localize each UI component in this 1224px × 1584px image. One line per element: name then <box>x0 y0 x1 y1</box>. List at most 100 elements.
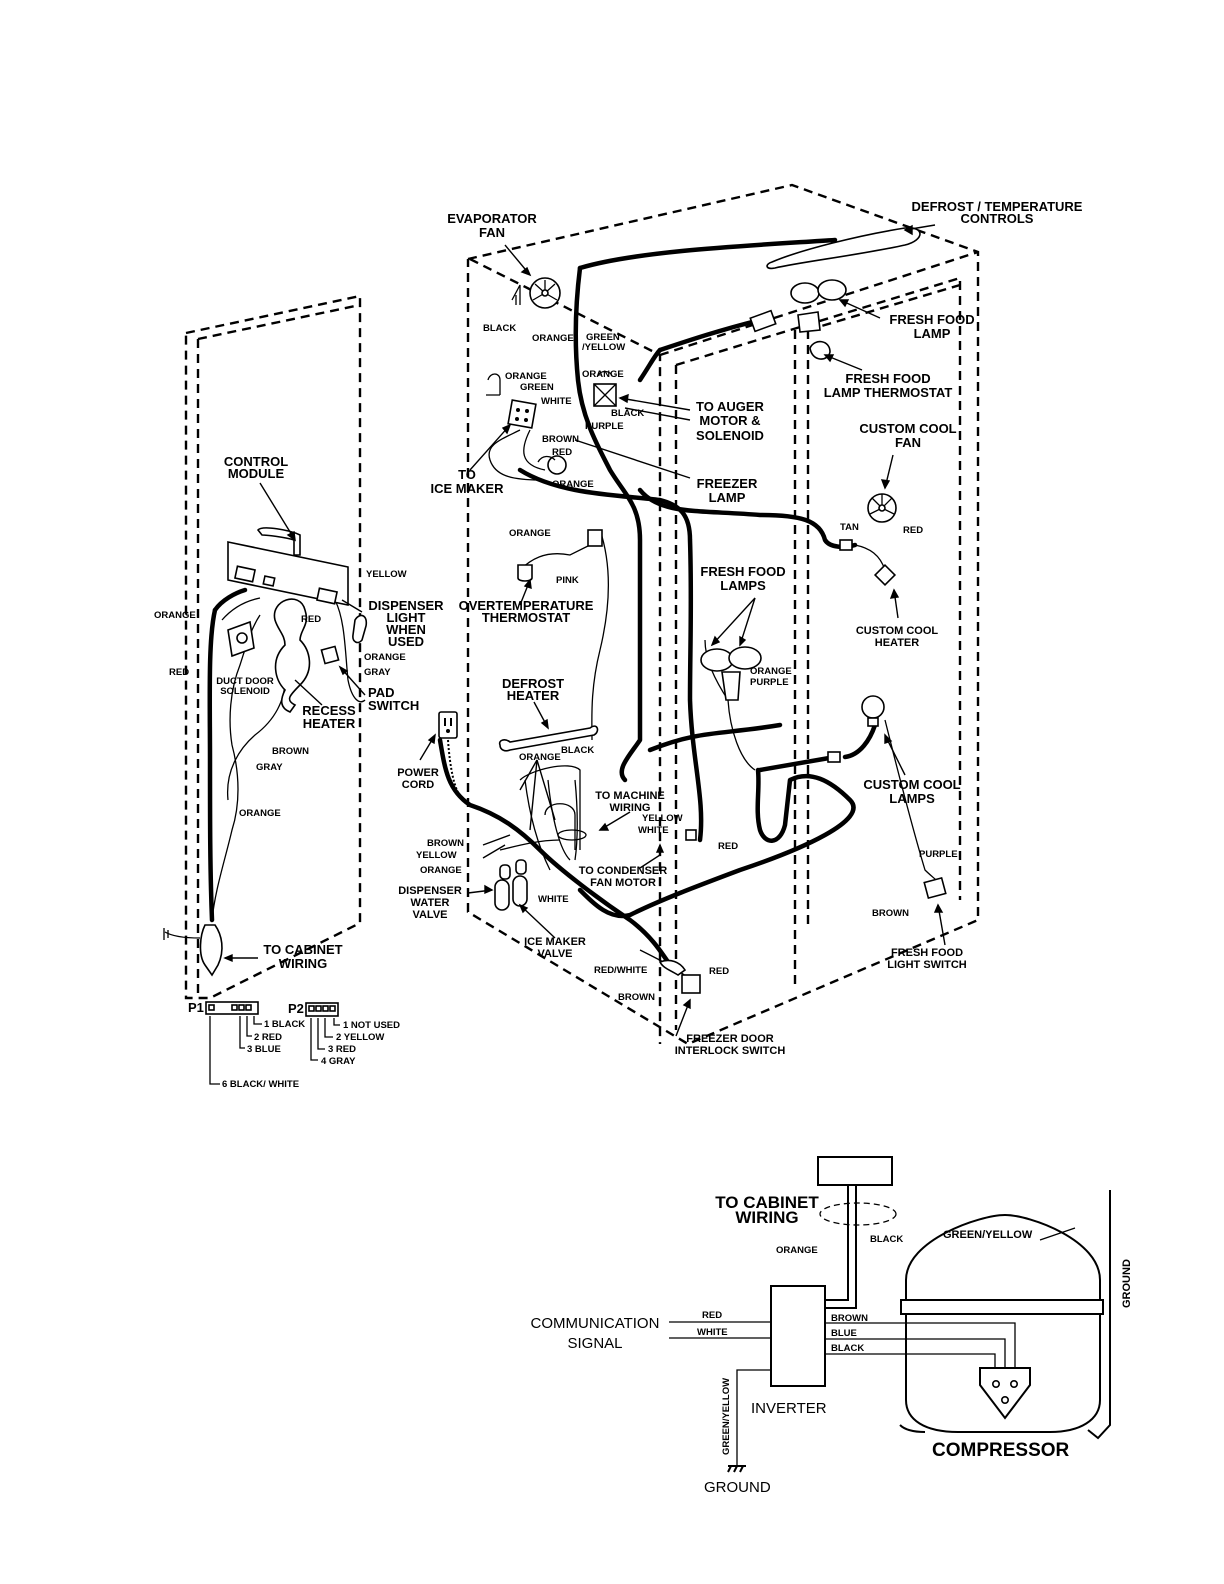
svg-text:DEFROST / TEMPERATURE: DEFROST / TEMPERATURE <box>912 199 1083 214</box>
svg-text:INTERLOCK SWITCH: INTERLOCK SWITCH <box>675 1045 786 1057</box>
svg-text:LAMPS: LAMPS <box>889 791 935 806</box>
fresh-food-light-switch <box>923 876 947 900</box>
pad-switch <box>320 645 340 665</box>
svg-text:HEATER: HEATER <box>507 688 560 703</box>
label-fresh-food-lamp-thermostat: FRESH FOOD LAMP THERMOSTAT <box>824 371 953 400</box>
custom-cool-lamp <box>861 695 885 727</box>
main-harness <box>207 237 878 968</box>
svg-text:ORANGE: ORANGE <box>532 333 574 344</box>
svg-text:BLACK: BLACK <box>611 408 644 419</box>
compressor-terminal <box>979 1367 1031 1420</box>
p1-pin-labels: 1 BLACK 2 RED 3 BLUE 6 BLACK/ WHITE <box>222 1019 305 1090</box>
svg-text:ORANGE: ORANGE <box>552 479 594 490</box>
svg-text:COMPRESSOR: COMPRESSOR <box>932 1440 1070 1461</box>
svg-text:BROWN: BROWN <box>272 746 309 757</box>
dispenser-valves <box>494 859 528 911</box>
compressor-schematic: TO CABINET WIRING ORANGE BLACK INVERTER … <box>531 1156 1133 1496</box>
svg-text:SOLENOID: SOLENOID <box>220 686 270 697</box>
label-fresh-food-lamp: FRESH FOOD LAMP <box>889 312 974 341</box>
fresh-food-lamps <box>700 646 762 701</box>
label-evaporator-fan: EVAPORATOR FAN <box>447 211 537 240</box>
svg-text:6 BLACK/ WHITE: 6 BLACK/ WHITE <box>222 1079 299 1090</box>
power-cord-plug <box>438 711 461 796</box>
label-dispenser-water-valve: DISPENSER WATER VALVE <box>398 885 462 921</box>
svg-text:BROWN: BROWN <box>618 992 655 1003</box>
svg-text:2 YELLOW: 2 YELLOW <box>336 1032 384 1043</box>
svg-text:FREEZER DOOR: FREEZER DOOR <box>686 1033 773 1045</box>
svg-text:WIRING: WIRING <box>610 802 651 814</box>
svg-text:TO CABINET: TO CABINET <box>263 942 342 957</box>
svg-text:RECESS: RECESS <box>302 703 356 718</box>
label-duct-door-solenoid: DUCT DOOR SOLENOID <box>216 676 274 697</box>
svg-text:BLUE: BLUE <box>831 1328 857 1339</box>
svg-text:BLACK: BLACK <box>483 323 516 334</box>
svg-text:ORANGE: ORANGE <box>509 528 551 539</box>
svg-text:BROWN: BROWN <box>542 434 579 445</box>
p2-pin-labels: 1 NOT USED 2 YELLOW 3 RED 4 GRAY <box>321 1020 400 1067</box>
svg-text:LAMP: LAMP <box>709 490 746 505</box>
svg-text:GREEN: GREEN <box>520 382 554 393</box>
label-defrost-controls: DEFROST / TEMPERATURE CONTROLS <box>912 199 1083 226</box>
svg-text:PINK: PINK <box>556 575 579 586</box>
label-power-cord: POWER CORD <box>397 767 439 791</box>
label-fresh-food-lamps: FRESH FOOD LAMPS <box>700 564 785 593</box>
compressor-band <box>900 1299 1104 1315</box>
svg-text:DISPENSER: DISPENSER <box>368 598 444 613</box>
label-overtemp-thermostat: OVERTEMPERATURE THERMOSTAT <box>459 598 594 625</box>
label-ice-maker-valve: ICE MAKER VALVE <box>524 936 586 960</box>
ice-maker-connector <box>486 373 537 429</box>
defrost-control-bar <box>766 227 921 270</box>
label-to-cabinet-wiring: TO CABINET WIRING <box>263 942 342 971</box>
svg-text:COMMUNICATION: COMMUNICATION <box>531 1315 660 1332</box>
label-freezer-door-interlock: FREEZER DOOR INTERLOCK SWITCH <box>675 1033 786 1057</box>
svg-text:PAD: PAD <box>368 685 394 700</box>
svg-text:TO AUGER: TO AUGER <box>696 399 765 414</box>
svg-text:ICE MAKER: ICE MAKER <box>431 481 505 496</box>
fresh-food-lamp <box>790 279 847 333</box>
svg-text:TO MACHINE: TO MACHINE <box>595 790 664 802</box>
label-fresh-food-light-switch: FRESH FOOD LIGHT SWITCH <box>887 947 966 971</box>
svg-text:4 GRAY: 4 GRAY <box>321 1056 356 1067</box>
svg-text:MODULE: MODULE <box>228 466 285 481</box>
svg-text:LAMPS: LAMPS <box>720 578 766 593</box>
svg-text:SIGNAL: SIGNAL <box>567 1335 622 1352</box>
svg-text:POWER: POWER <box>397 767 439 779</box>
custom-cool-fan <box>867 493 897 523</box>
machine-compartment <box>519 765 587 850</box>
svg-text:GREEN/YELLOW: GREEN/YELLOW <box>721 1378 732 1455</box>
inverter-box <box>770 1285 826 1387</box>
label-to-condenser: TO CONDENSER FAN MOTOR <box>579 865 667 889</box>
svg-text:LIGHT: LIGHT <box>387 610 426 625</box>
svg-text:DISPENSER: DISPENSER <box>398 885 462 897</box>
svg-text:INVERTER: INVERTER <box>751 1400 827 1417</box>
svg-text:FREEZER: FREEZER <box>697 476 758 491</box>
svg-text:BLACK: BLACK <box>561 745 594 756</box>
label-control-module: CONTROL MODULE <box>224 454 288 481</box>
svg-text:YELLOW: YELLOW <box>416 850 457 861</box>
evaporator-fan <box>511 277 561 309</box>
svg-text:SWITCH: SWITCH <box>368 698 419 713</box>
control-module-board <box>227 527 349 606</box>
p1-connector <box>205 1001 262 1085</box>
label-pad-switch: PAD SWITCH <box>368 685 419 713</box>
overtemp-thermostat <box>517 564 533 582</box>
svg-text:VALVE: VALVE <box>537 948 572 960</box>
custom-cool-heater <box>873 563 897 587</box>
svg-text:GREEN/YELLOW: GREEN/YELLOW <box>943 1229 1033 1241</box>
svg-text:WHITE: WHITE <box>638 825 669 836</box>
svg-text:TAN: TAN <box>840 522 859 533</box>
svg-text:RED/WHITE: RED/WHITE <box>594 965 647 976</box>
svg-text:OVERTEMPERATURE: OVERTEMPERATURE <box>459 598 594 613</box>
svg-text:TO CONDENSER: TO CONDENSER <box>579 865 667 877</box>
label-custom-cool-lamps: CUSTOM COOL LAMPS <box>863 777 960 806</box>
svg-text:CUSTOM COOL: CUSTOM COOL <box>859 421 956 436</box>
recess-heater <box>273 598 311 713</box>
svg-text:WATER: WATER <box>411 897 450 909</box>
svg-text:RED: RED <box>301 614 321 625</box>
svg-text:WHITE: WHITE <box>697 1327 728 1338</box>
svg-text:RED: RED <box>169 667 189 678</box>
svg-text:FAN: FAN <box>895 435 921 450</box>
cabinet-connector-box <box>817 1156 893 1186</box>
svg-text:ORANGE: ORANGE <box>582 369 624 380</box>
